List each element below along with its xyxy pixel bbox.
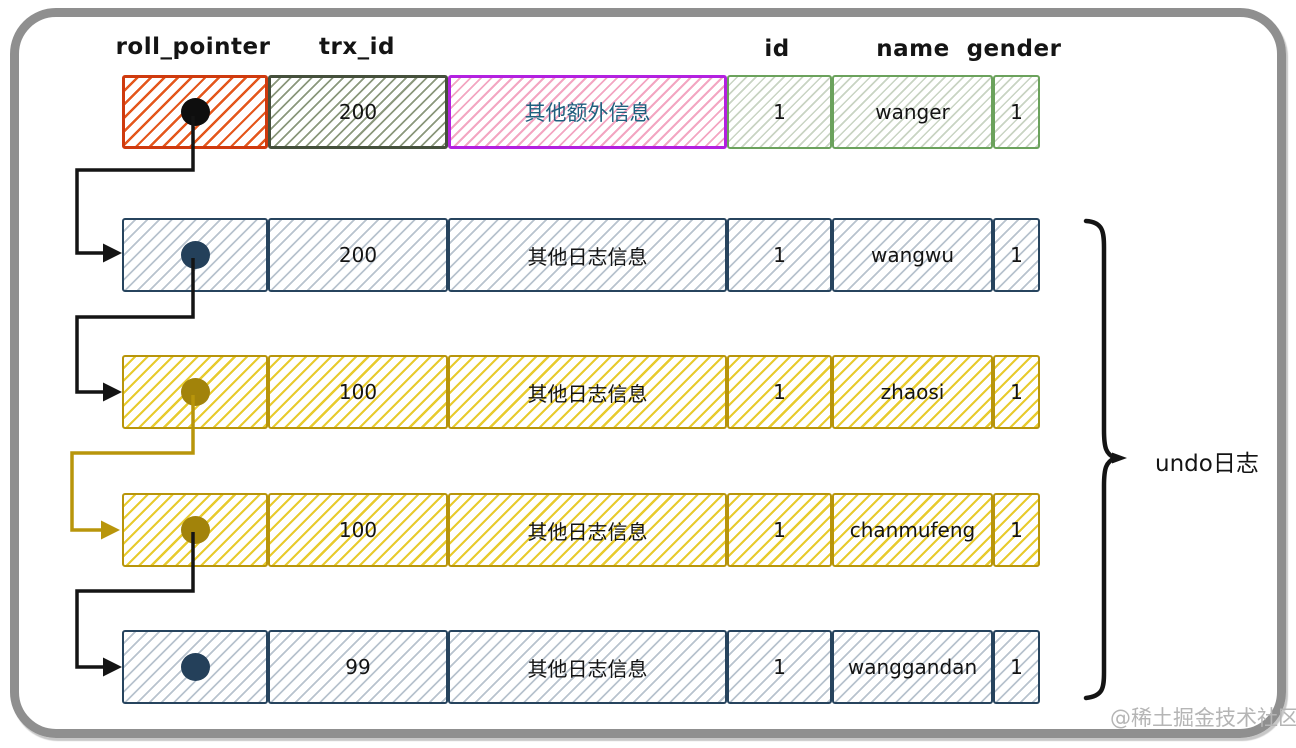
undo-log-row-3: 100 其他日志信息 1 chanmufeng 1 xyxy=(122,493,1040,567)
id-cell: 1 xyxy=(727,355,832,429)
gender-cell: 1 xyxy=(993,75,1040,149)
id-cell: 1 xyxy=(727,75,832,149)
roll-pointer-dot xyxy=(180,516,210,544)
id-cell: 1 xyxy=(727,218,832,292)
trx-id-cell: 99 xyxy=(268,630,448,704)
roll-pointer-dot xyxy=(180,378,210,406)
roll-pointer-dot xyxy=(180,98,210,126)
log-info-cell: 其他日志信息 xyxy=(448,630,727,704)
undo-log-row-2: 100 其他日志信息 1 zhaosi 1 xyxy=(122,355,1040,429)
gender-cell: 1 xyxy=(993,218,1040,292)
log-info-cell: 其他日志信息 xyxy=(448,493,727,567)
gender-cell: 1 xyxy=(993,630,1040,704)
current-record-row: 200 其他额外信息 1 wanger 1 xyxy=(122,75,1040,149)
name-cell: wanger xyxy=(832,75,993,149)
header-trx-id: trx_id xyxy=(318,34,396,60)
watermark: @稀土掘金技术社区 xyxy=(1110,706,1296,730)
trx-id-cell: 100 xyxy=(268,493,448,567)
undo-log-row-4: 99 其他日志信息 1 wanggandan 1 xyxy=(122,630,1040,704)
undo-log-brace xyxy=(1083,218,1127,701)
extra-info-cell: 其他额外信息 xyxy=(448,75,727,149)
name-cell: wanggandan xyxy=(832,630,993,704)
name-cell: wangwu xyxy=(832,218,993,292)
gender-cell: 1 xyxy=(993,355,1040,429)
roll-pointer-cell xyxy=(122,218,268,292)
roll-pointer-cell xyxy=(122,75,268,149)
trx-id-cell: 200 xyxy=(268,218,448,292)
id-cell: 1 xyxy=(727,493,832,567)
header-id: id xyxy=(764,36,790,62)
name-cell: chanmufeng xyxy=(832,493,993,567)
id-cell: 1 xyxy=(727,630,832,704)
header-name: name xyxy=(876,36,950,62)
gender-cell: 1 xyxy=(993,493,1040,567)
undo-log-label: undo日志 xyxy=(1155,451,1259,477)
header-roll-pointer: roll_pointer xyxy=(115,34,271,60)
roll-pointer-dot xyxy=(180,241,210,269)
name-cell: zhaosi xyxy=(832,355,993,429)
header-gender: gender xyxy=(966,36,1062,62)
roll-pointer-cell xyxy=(122,355,268,429)
trx-id-cell: 100 xyxy=(268,355,448,429)
undo-log-row-1: 200 其他日志信息 1 wangwu 1 xyxy=(122,218,1040,292)
log-info-cell: 其他日志信息 xyxy=(448,355,727,429)
log-info-cell: 其他日志信息 xyxy=(448,218,727,292)
roll-pointer-cell xyxy=(122,493,268,567)
trx-id-cell: 200 xyxy=(268,75,448,149)
roll-pointer-cell xyxy=(122,630,268,704)
roll-pointer-dot xyxy=(180,653,210,681)
